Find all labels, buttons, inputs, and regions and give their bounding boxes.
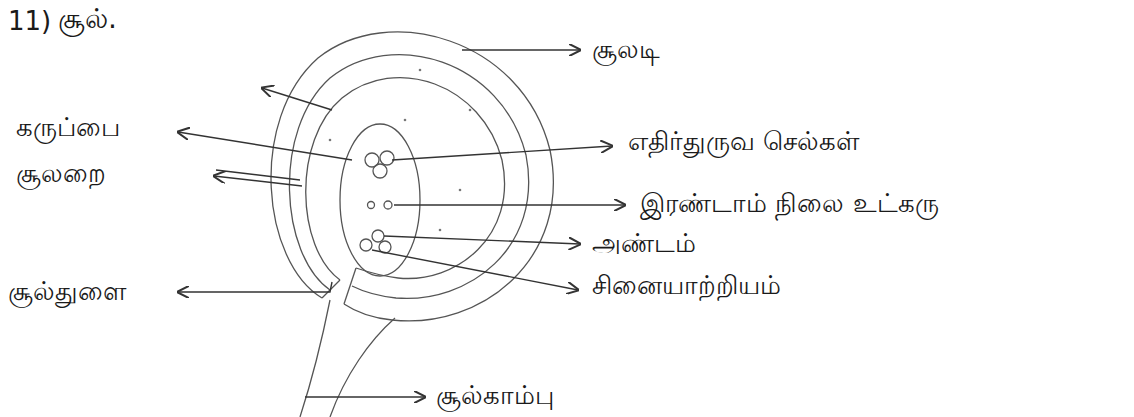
callout-number: 11)	[8, 6, 51, 37]
leader-line	[214, 176, 302, 186]
leader-line	[462, 49, 580, 50]
stipple-dot	[469, 109, 472, 112]
leader-line	[372, 250, 578, 290]
part-label: சினையாற்றியம்	[592, 270, 781, 301]
stipple-dot	[419, 69, 422, 72]
leader-line	[216, 170, 300, 180]
stipple-dot	[459, 189, 462, 192]
leader-line	[178, 132, 352, 160]
part-label: சூலடி	[592, 34, 660, 65]
inner-integument	[289, 55, 528, 299]
synergid	[360, 239, 372, 251]
part-label: சூலறை	[16, 158, 106, 189]
leader-line	[305, 396, 425, 397]
leader-line	[392, 146, 612, 160]
part-label: எதிர்துருவ செல்கள்	[628, 126, 859, 157]
diagram-title: சூல்.	[58, 2, 117, 36]
stipple-dot	[329, 139, 332, 142]
part-label: சூல்காம்பு	[436, 380, 554, 411]
leader-line	[262, 88, 332, 110]
egg-cell	[372, 230, 384, 242]
leader-line	[178, 282, 332, 292]
antipodal-cell	[380, 151, 394, 165]
polar-nucleus	[368, 202, 375, 209]
polar-nucleus	[384, 201, 392, 209]
nucellus	[306, 78, 505, 280]
funicle-line	[330, 318, 395, 417]
micropyle-edge	[344, 268, 356, 304]
stipple-dot	[404, 119, 407, 122]
part-label: கருப்பை	[16, 112, 120, 143]
part-label: இரண்டாம் நிலை உட்கரு	[640, 188, 939, 219]
embryo-sac	[340, 124, 420, 276]
leader-line	[384, 236, 580, 244]
leader-line	[394, 204, 625, 205]
stipple-dot	[439, 229, 442, 232]
part-label: அண்டம்	[592, 228, 696, 259]
part-label: சூல்துளை	[8, 276, 126, 307]
antipodal-cell	[373, 164, 387, 178]
funicle-line	[300, 300, 330, 417]
